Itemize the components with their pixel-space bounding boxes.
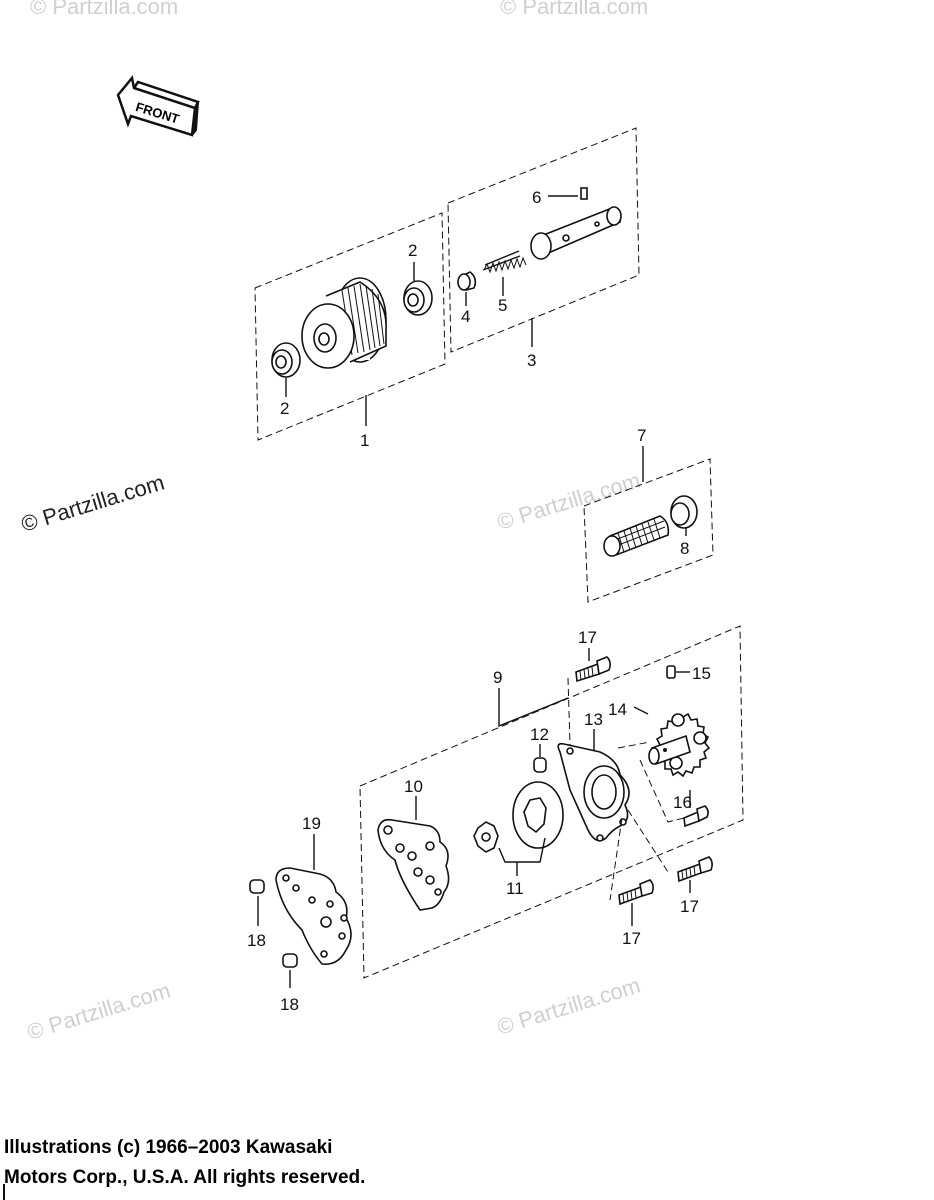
seal-8-icon: [670, 495, 698, 529]
group-3-outline: [447, 127, 640, 353]
oil-screen-icon: [603, 515, 670, 557]
callout-11: 11: [506, 879, 524, 898]
watermark-bottom-mid: © Partzilla.com: [494, 973, 643, 1040]
pump-gear-icon: [648, 712, 711, 778]
callout-15: 15: [692, 664, 711, 683]
bolt-17-bottom-icon: [618, 879, 654, 906]
watermark-mid: © Partzilla.com: [494, 468, 643, 535]
pin-15-icon: [666, 665, 676, 679]
front-arrow-icon: FRONT: [116, 75, 200, 137]
callout-9: 9: [493, 668, 502, 687]
copyright-line-2: Motors Corp., U.S.A. All rights reserved…: [4, 1167, 366, 1188]
callout-14: 14: [608, 700, 627, 719]
callout-17-bottom: 17: [622, 929, 641, 948]
watermark-top-left: © Partzilla.com: [30, 0, 178, 19]
callout-7: 7: [637, 426, 646, 445]
watermark-main: © Partzilla.com: [18, 470, 167, 537]
callout-5: 5: [498, 296, 507, 315]
callout-6: 6: [532, 188, 541, 207]
callout-8: 8: [680, 539, 689, 558]
watermark-top-mid: © Partzilla.com: [500, 0, 648, 19]
copyright-line-1: Illustrations (c) 1966–2003 Kawasaki: [4, 1137, 333, 1158]
callout-1: 1: [360, 431, 369, 450]
callout-10: 10: [404, 777, 423, 796]
oil-filter-icon: [301, 277, 387, 369]
callout-16: 16: [673, 793, 692, 812]
bolt-17-top-icon: [575, 656, 611, 683]
callout-2-lower: 2: [280, 399, 289, 418]
bolt-17-right-icon: [677, 856, 713, 883]
pin-6-icon: [580, 187, 588, 200]
callout-18-lower: 18: [280, 995, 299, 1014]
inner-rotor-icon: [473, 821, 499, 853]
callout-18-upper: 18: [247, 931, 266, 950]
relief-valve-body-icon: [530, 206, 622, 260]
dowel-18-lower-icon: [282, 953, 298, 968]
bolt-16-icon: [683, 805, 709, 828]
callout-2-upper: 2: [408, 241, 417, 260]
callout-4: 4: [461, 307, 470, 326]
spring-icon: [482, 250, 527, 274]
copyright-notice: Illustrations (c) 1966–2003 Kawasaki Mot…: [4, 1133, 365, 1193]
callout-3: 3: [527, 351, 536, 370]
valve-plunger-icon: [457, 271, 477, 291]
callout-17-right: 17: [680, 897, 699, 916]
outer-rotor-icon: [512, 781, 564, 849]
callout-17-top: 17: [578, 628, 597, 647]
callout-12: 12: [530, 725, 549, 744]
pin-12-icon: [533, 757, 547, 773]
o-ring-upper-icon: [403, 280, 433, 316]
pump-cover-icon: [377, 818, 450, 911]
pump-body-icon: [557, 742, 630, 842]
group-7-outline: [583, 458, 714, 603]
o-ring-lower-icon: [271, 342, 301, 378]
callout-19: 19: [302, 814, 321, 833]
group-9-outline: [359, 625, 744, 979]
callout-13: 13: [584, 710, 603, 729]
gasket-icon: [275, 867, 352, 966]
group-1-outline: [254, 212, 446, 441]
watermark-bottom-left: © Partzilla.com: [24, 978, 173, 1045]
dowel-18-upper-icon: [249, 879, 265, 894]
